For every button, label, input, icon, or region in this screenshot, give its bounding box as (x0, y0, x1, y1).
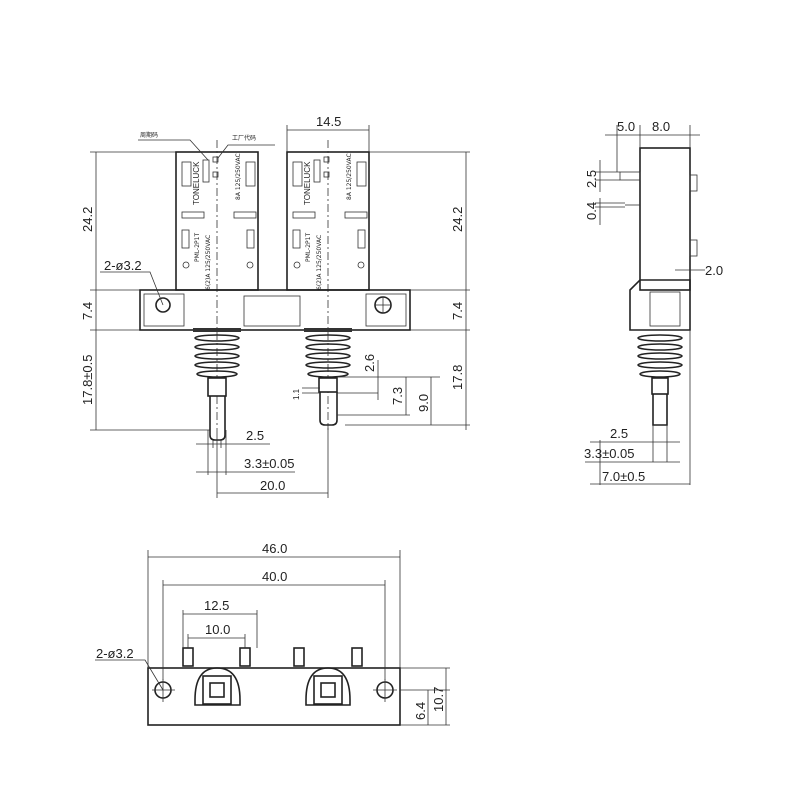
factory-code-label: 工厂代码 (232, 134, 256, 142)
dim-2-5-front: 2.5 (246, 428, 264, 443)
dim-10-0: 10.0 (205, 622, 230, 637)
side-view: 5.0 8.0 2.5 0.4 2.0 2.5 3.3±0.05 7.0±0.5 (584, 119, 723, 485)
mounting-plate (139, 289, 411, 331)
rating2-text-right: 8A 125/250VAC (346, 153, 353, 200)
side-body (639, 147, 691, 291)
dim-2-0: 2.0 (705, 263, 723, 278)
front-view: TONELUCK TONELUCK PML-2P1T PML-2P1T 6(2)… (80, 114, 470, 498)
dim-24-2-right: 24.2 (450, 207, 465, 232)
dim-7-3: 7.3 (390, 387, 405, 405)
dim-8-0: 8.0 (652, 119, 670, 134)
dim-1-1: 1.1 (292, 388, 301, 400)
spring-right (304, 328, 352, 426)
dim-12-5: 12.5 (204, 598, 229, 613)
dim-9-0: 9.0 (416, 394, 431, 412)
cycle-code-label: 周期码 (140, 131, 158, 139)
rating2-text-left: 8A 125/250VAC (235, 153, 242, 200)
dim-7-0: 7.0±0.5 (602, 469, 645, 484)
dim-6-4: 6.4 (413, 702, 428, 720)
mount-hole-left (155, 297, 171, 313)
dim-17-8-left: 17.8±0.5 (80, 354, 95, 405)
dim-7-4-left: 7.4 (80, 302, 95, 320)
dim-7-4-right: 7.4 (450, 302, 465, 320)
spring-left (193, 328, 241, 441)
dim-40-0: 40.0 (262, 569, 287, 584)
dim-hole-bottom: 2-ø3.2 (96, 646, 134, 661)
dim-3-3-front: 3.3±0.05 (244, 456, 295, 471)
dim-24-2-left: 24.2 (80, 207, 95, 232)
dim-14-5: 14.5 (316, 114, 341, 129)
rating-text-right: 6(2)A 125/250VAC (316, 235, 323, 290)
bottom-plate (147, 667, 401, 726)
dim-10-7: 10.7 (431, 687, 446, 712)
dim-0-4: 0.4 (584, 202, 599, 220)
dim-20-0: 20.0 (260, 478, 285, 493)
brand-text-right: TONELUCK (303, 161, 312, 205)
dim-2-6: 2.6 (362, 354, 377, 372)
model-text-right: PML-2P1T (305, 233, 312, 262)
dim-2-5-side: 2.5 (610, 426, 628, 441)
dim-2-5-side-v: 2.5 (584, 170, 599, 188)
dim-46-0: 46.0 (262, 541, 287, 556)
dim-hole-front: 2-ø3.2 (104, 258, 142, 273)
model-text-left: PML-2P1T (194, 233, 201, 262)
rating-text-left: 6(2)A 125/250VAC (205, 235, 212, 290)
dim-3-3-side: 3.3±0.05 (584, 446, 635, 461)
bottom-view: 46.0 40.0 12.5 10.0 2-ø3.2 6.4 10.7 (95, 541, 450, 726)
dim-5-0: 5.0 (617, 119, 635, 134)
brand-text-left: TONELUCK (192, 161, 201, 205)
dim-17-8-right: 17.8 (450, 365, 465, 390)
